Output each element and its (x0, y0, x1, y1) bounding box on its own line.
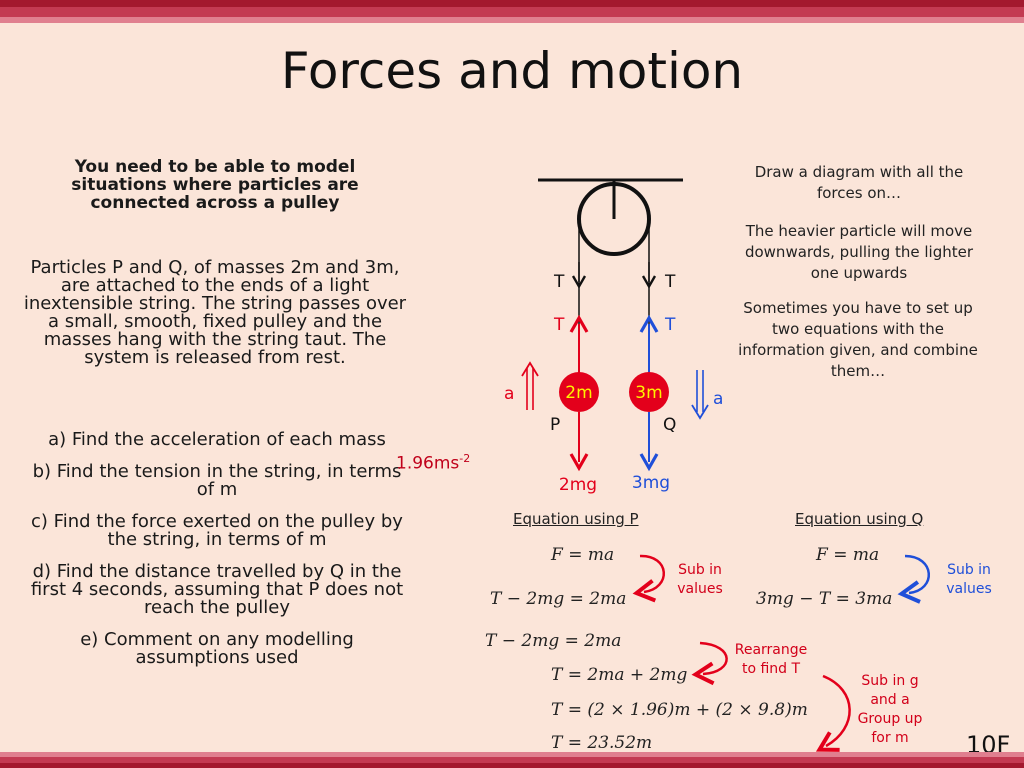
answer-a-exponent: -2 (459, 452, 471, 465)
question-e: e) Comment on any modelling assumptions … (80, 629, 354, 668)
annotation-sub-in-g: Sub in g and a Group up for m (857, 673, 923, 746)
working-line2: T = 2ma + 2mg (551, 665, 688, 685)
sub-in-g-arrow (815, 674, 851, 752)
answer-a-value: 1.96ms (396, 453, 460, 474)
acceleration-arrow-right (691, 370, 709, 420)
heading-equation-q: Equation using Q (795, 510, 924, 528)
annotation-sub-in-p: Sub in values (677, 562, 723, 597)
particle-name-q: Q (663, 415, 676, 435)
acceleration-label-right: a (713, 389, 723, 409)
equation-q-line1: F = ma (816, 545, 880, 565)
sub-in-arrow-p (632, 554, 665, 603)
bottom-band-light (0, 752, 1024, 757)
particle-name-p: P (550, 415, 560, 435)
bottom-band-dark (0, 763, 1024, 768)
rearrange-arrow (691, 641, 728, 686)
note-draw-diagram: Draw a diagram with all the forces on… (754, 163, 964, 202)
bottom-band-mid (0, 757, 1024, 763)
equation-p-line1: F = ma (551, 545, 615, 565)
answer-a: 1.96ms-2 (396, 452, 470, 474)
page-title: Forces and motion (280, 42, 744, 100)
tension-label-lower-right: T (664, 315, 676, 335)
working-line3: T = (2 × 1.96)m + (2 × 9.8)m (551, 700, 808, 720)
top-band-light (0, 17, 1024, 23)
equation-q-line2: 3mg − T = 3ma (756, 589, 893, 609)
working-line4: T = 23.52m (551, 733, 653, 753)
tension-label-upper-right: T (664, 272, 676, 292)
annotation-sub-in-q: Sub in values (946, 562, 992, 597)
particle-q (629, 372, 669, 412)
mass-label-q: 3m (635, 383, 662, 403)
tension-label-upper-left: T (553, 272, 565, 292)
intro-text: You need to be able to model situations … (71, 157, 359, 213)
tension-label-lower-left: T (553, 315, 565, 335)
problem-statement: Particles P and Q, of masses 2m and 3m, … (23, 257, 407, 368)
top-band-mid (0, 7, 1024, 17)
acceleration-label-left: a (504, 384, 514, 404)
question-d: d) Find the distance travelled by Q in t… (30, 561, 404, 618)
annotation-rearrange: Rearrange to find T (734, 642, 808, 677)
top-band-dark (0, 0, 1024, 7)
question-a: a) Find the acceleration of each mass (48, 429, 386, 450)
question-b: b) Find the tension in the string, in te… (32, 461, 402, 500)
weight-label-p: 2mg (559, 475, 597, 495)
note-two-equations: Sometimes you have to set up two equatio… (738, 299, 978, 380)
working-line1: T − 2mg = 2ma (485, 631, 622, 651)
equation-p-line2: T − 2mg = 2ma (490, 589, 627, 609)
question-c: c) Find the force exerted on the pulley … (31, 511, 403, 550)
heading-equation-p: Equation using P (513, 510, 639, 528)
weight-label-q: 3mg (632, 473, 670, 493)
mass-label-p: 2m (565, 383, 592, 403)
sub-in-arrow-q (897, 554, 930, 604)
particle-p (559, 372, 599, 412)
note-heavier-particle: The heavier particle will move downwards… (744, 222, 974, 282)
acceleration-arrow-left (521, 361, 539, 410)
